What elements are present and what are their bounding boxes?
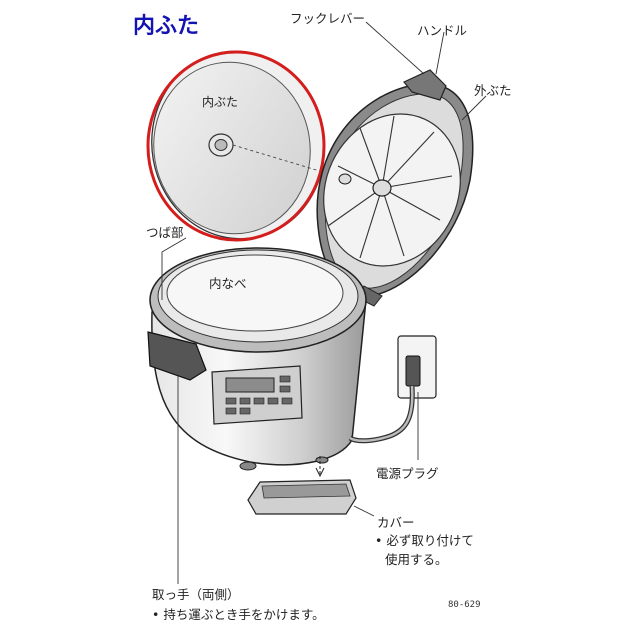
highlight-circle xyxy=(146,50,326,242)
cooker-body xyxy=(147,247,367,471)
label-power-plug: 電源プラグ xyxy=(376,466,439,481)
inner-lid xyxy=(151,50,344,240)
outer-lid xyxy=(316,69,474,307)
control-panel xyxy=(211,365,303,425)
label-hook-lever: フックレバー xyxy=(290,11,366,26)
label-flange: つば部 xyxy=(146,225,184,240)
label-handles-both-sides: 取っ手（両側） xyxy=(152,587,240,602)
page-title: 内ふた xyxy=(133,14,200,39)
label-outer-lid: 外ぶた xyxy=(474,83,512,98)
side-handle xyxy=(147,331,207,381)
display-window xyxy=(225,377,275,393)
power-cord xyxy=(348,335,437,444)
handles-note: • 持ち運ぶとき手をかけます。 xyxy=(152,607,325,622)
power-plug xyxy=(405,355,421,387)
label-handle: ハンドル xyxy=(417,23,468,38)
label-inner-pot: 内なべ xyxy=(209,276,247,291)
leader-lines xyxy=(161,21,487,584)
cover-note-line-2: 使用する。 xyxy=(385,552,448,567)
assembly-axis-line xyxy=(232,144,344,179)
cover-note-line-1: • 必ず取り付けて xyxy=(375,533,474,548)
figure-code: 80-629 xyxy=(448,600,481,610)
handle-part xyxy=(403,69,447,101)
label-inner-lid: 内ぶた xyxy=(202,95,239,109)
label-cover: カバー xyxy=(377,515,415,530)
inner-pot-rim xyxy=(166,254,344,332)
cover-tray xyxy=(247,456,357,515)
